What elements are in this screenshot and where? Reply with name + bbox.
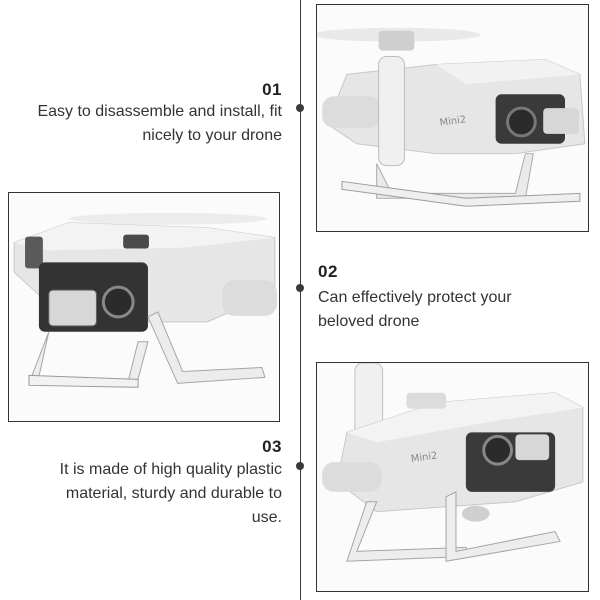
feature-text-01-line2: nicely to your drone bbox=[142, 127, 282, 144]
feature-text-03: It is made of high quality plastic mater… bbox=[2, 458, 282, 530]
drone-illustration-3: Mini2 bbox=[322, 363, 584, 562]
feature-text-02: Can effectively protect your beloved dro… bbox=[318, 286, 598, 334]
drone-illustration-2 bbox=[13, 212, 277, 388]
timeline-dot-3 bbox=[296, 462, 304, 470]
svg-text:Mini2: Mini2 bbox=[439, 114, 467, 129]
product-photo-2 bbox=[8, 192, 280, 422]
product-photo-1: Mini2 bbox=[316, 4, 589, 232]
feature-text-02-line1: Can effectively protect your bbox=[318, 289, 512, 306]
drone-illustration-1: Mini2 bbox=[317, 27, 586, 207]
feature-text-01: Easy to disassemble and install, fit nic… bbox=[2, 100, 282, 148]
feature-number-01: 01 bbox=[262, 80, 282, 99]
feature-text-03-line2: material, sturdy and durable to bbox=[65, 485, 282, 502]
product-photo-3: Mini2 bbox=[316, 362, 589, 592]
feature-text-03-line1: It is made of high quality plastic bbox=[59, 461, 282, 478]
timeline-dot-2 bbox=[296, 284, 304, 292]
timeline-dot-1 bbox=[296, 104, 304, 112]
feature-text-02-line2: beloved drone bbox=[318, 313, 420, 330]
svg-text:Mini2: Mini2 bbox=[410, 451, 438, 466]
feature-text-03-line3: use. bbox=[251, 509, 282, 526]
timeline-line bbox=[300, 0, 301, 600]
feature-text-01-line1: Easy to disassemble and install, fit bbox=[37, 103, 282, 120]
feature-number-03: 03 bbox=[262, 437, 282, 456]
feature-number-02: 02 bbox=[318, 262, 338, 281]
